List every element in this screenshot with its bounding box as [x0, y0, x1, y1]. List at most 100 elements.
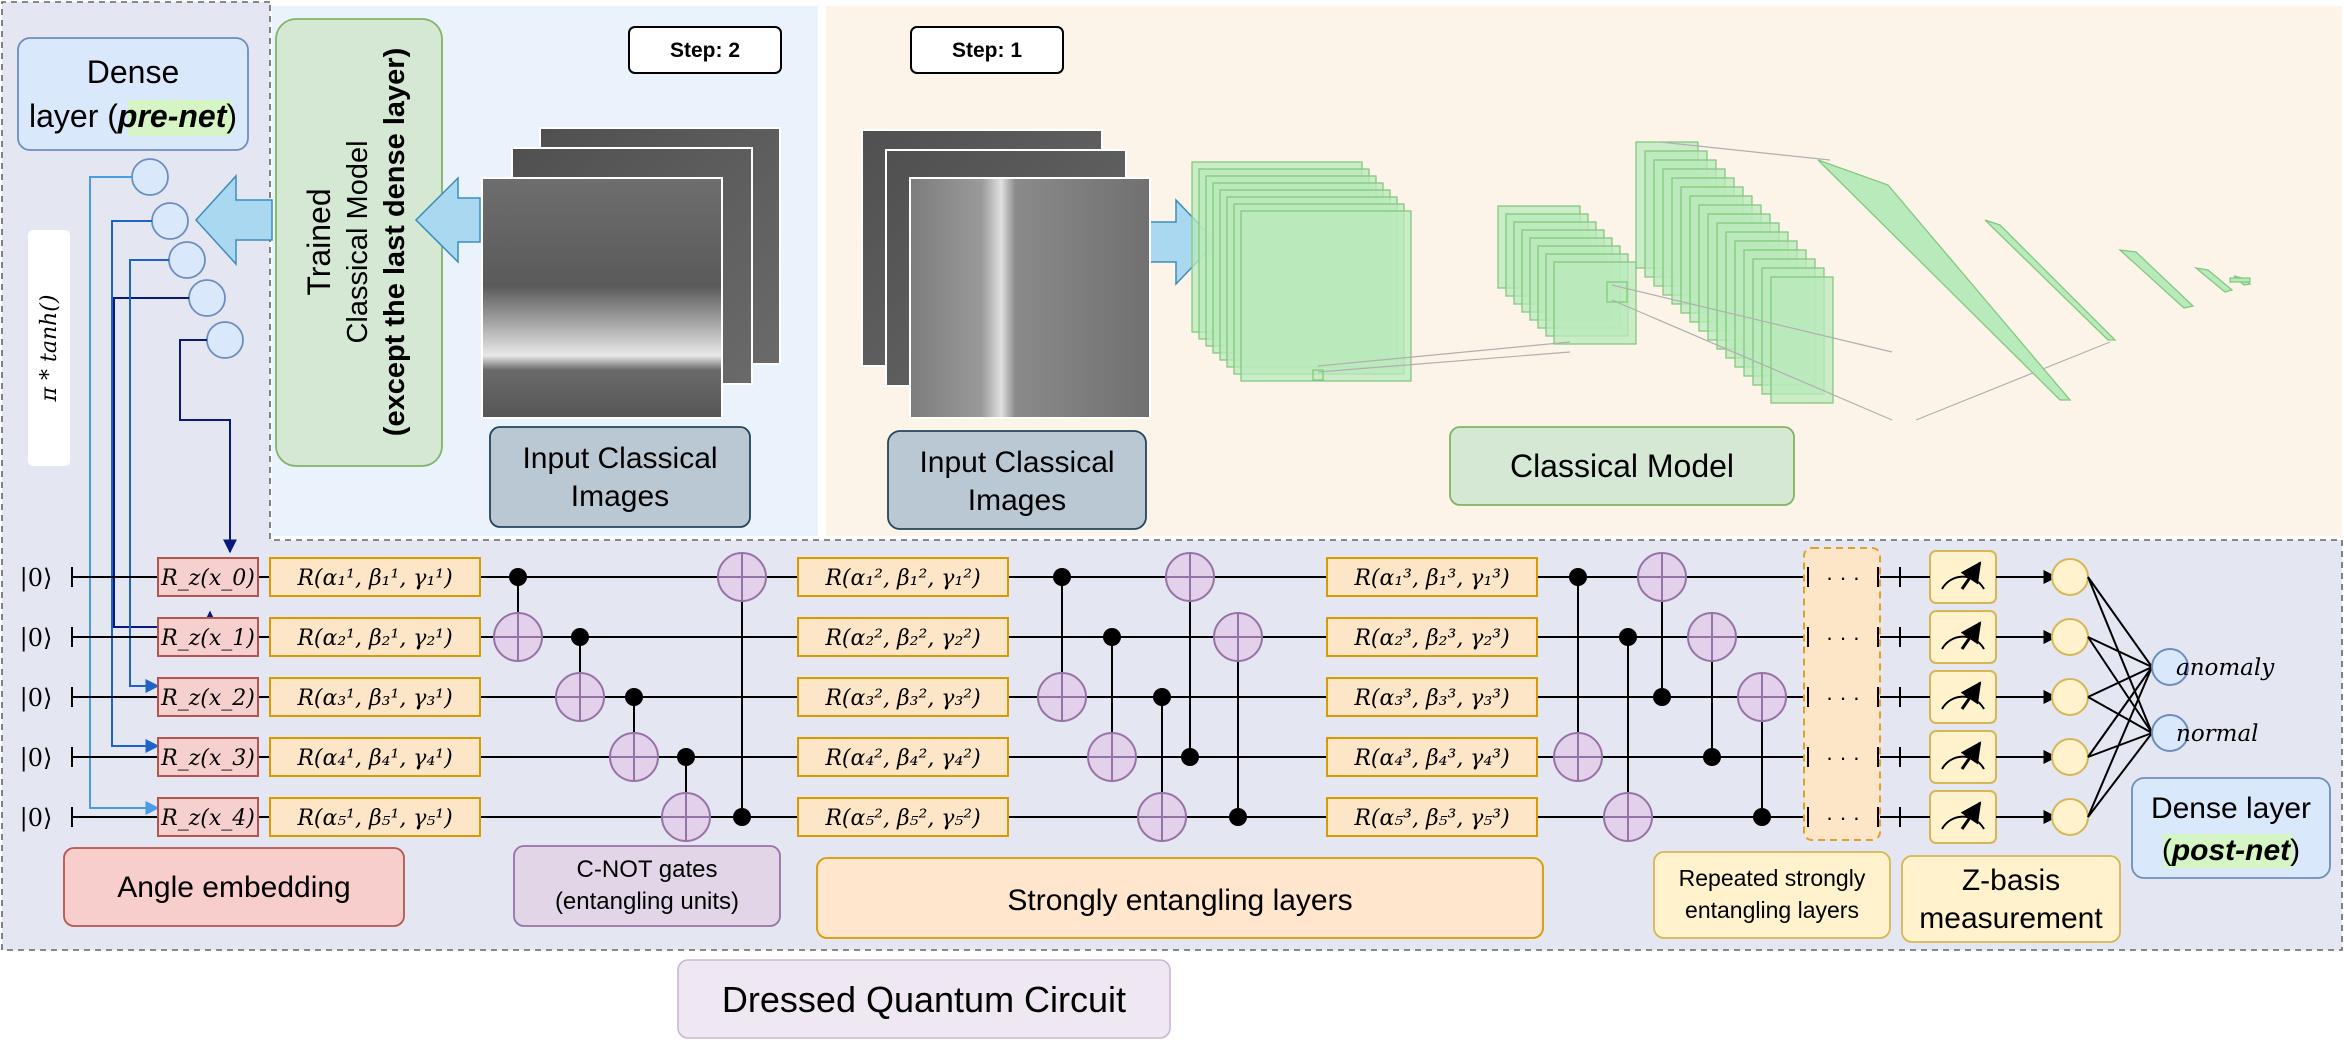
prenet-neuron-3	[188, 279, 226, 317]
cnn-connection	[1317, 351, 1571, 373]
repeated-legend-box	[1653, 851, 1891, 939]
dressed-circuit-boundary	[1, 1, 2343, 951]
zbasis-legend-line1: Z-basis	[1962, 864, 2060, 897]
cnot-legend-box	[513, 845, 781, 927]
rot-l2-gate-1: R(α₂², β₂², γ₂²)	[797, 617, 1009, 657]
circuit-gates: |0⟩|0⟩|0⟩|0⟩|0⟩R_z(x_0)R(α₁¹, β₁¹, γ₁¹)R…	[20, 547, 2275, 844]
rot-l2-gate-1-label: R(α₂², β₂², γ₂²)	[824, 626, 980, 651]
rot-l1-gate-1-label: R(α₂¹, β₂¹, γ₂¹)	[296, 626, 452, 651]
cnot-l2-4	[1213, 612, 1263, 826]
rot-l1-gate-3-label: R(α₄¹, β₄¹, γ₄¹)	[296, 746, 452, 771]
cnn-dense-3	[2193, 266, 2234, 293]
strongly-legend-box	[816, 857, 1544, 939]
rot-l1-gate-3: R(α₄¹, β₄¹, γ₄¹)	[269, 737, 481, 777]
cnot-legend-line1: C-NOT gates	[577, 856, 718, 883]
cnn-dense-2	[2118, 249, 2195, 309]
measurements	[1899, 550, 2089, 844]
cnn-conv3-fmap	[1770, 276, 1834, 404]
cnot-l3-0	[1553, 568, 1603, 782]
output-label-0: anomaly	[2176, 655, 2275, 681]
postnet-input-neuron-2	[2051, 678, 2089, 716]
classical-model-box	[1449, 426, 1795, 506]
activation-label: π * tanh()	[37, 295, 62, 403]
step1-box	[910, 26, 1064, 74]
rot-l2-gate-4-label: R(α₅², β₅², γ₅²)	[824, 806, 980, 831]
cnn-connection	[1659, 141, 1831, 161]
angle-embedding-box	[63, 847, 405, 927]
rz-gate-0: R_z(x_0)	[157, 557, 259, 597]
rot-l2-gate-3-label: R(α₄², β₄², γ₄²)	[824, 746, 980, 771]
cnot-l1-3	[661, 748, 711, 842]
repeated-legend-line2: entangling layers	[1685, 897, 1859, 923]
prenet-neuron-0	[131, 158, 169, 196]
step2-image-stack	[481, 127, 781, 419]
input-images-step1-line2: Images	[968, 484, 1066, 517]
strongly-legend-label: Strongly entangling layers	[1007, 884, 1352, 917]
ellipsis-1: · · ·	[1826, 625, 1860, 650]
step2-image-front	[481, 177, 723, 419]
zbasis-legend-box	[1901, 855, 2121, 943]
rot-l1-gate-4-label: R(α₅¹, β₅¹, γ₅¹)	[296, 806, 452, 831]
feed-line-1	[111, 220, 160, 753]
cnn-dense-0	[1817, 159, 2072, 401]
cnn-connection	[1317, 341, 1571, 367]
activation-box	[28, 230, 70, 466]
prenet-neuron-4	[206, 321, 244, 359]
cnot-l1-2	[609, 688, 659, 782]
rz-gate-1: R_z(x_1)	[157, 617, 259, 657]
cnn-conv1	[1191, 161, 1412, 382]
ellipsis-4: · · ·	[1826, 805, 1860, 830]
cnot-l3-3	[1687, 612, 1737, 766]
angle-embedding-label: Angle embedding	[117, 871, 351, 904]
prenet-neuron-2	[168, 241, 206, 279]
cnot-l2-1	[1087, 628, 1137, 782]
rz-gate-4-label: R_z(x_4)	[160, 806, 255, 831]
cnot-l3-1	[1603, 628, 1653, 842]
cnn-dense-5	[2229, 277, 2251, 283]
ket-zero-0: |0⟩	[20, 564, 53, 593]
arrow-model-to-prenet	[194, 174, 273, 266]
cnot-l3-4	[1737, 672, 1787, 826]
ket-zero-1: |0⟩	[20, 624, 53, 653]
step2-label: Step: 2	[670, 39, 740, 62]
cnot-l2-0	[1037, 568, 1087, 722]
cnot-l1-0	[493, 568, 543, 662]
cnot-l1-4	[717, 552, 767, 826]
rot-l3-gate-4-label: R(α₅³, β₅³, γ₅³)	[1353, 806, 1509, 831]
rot-l2-gate-4: R(α₅², β₅², γ₅²)	[797, 797, 1009, 837]
rot-l1-gate-0: R(α₁¹, β₁¹, γ₁¹)	[269, 557, 481, 597]
measurement-0	[1899, 550, 2089, 604]
dense-prenet-line1: Dense	[87, 54, 180, 90]
rot-l3-gate-1: R(α₂³, β₂³, γ₂³)	[1326, 617, 1538, 657]
ket-zero-3: |0⟩	[20, 744, 53, 773]
rot-l1-gate-4: R(α₅¹, β₅¹, γ₅¹)	[269, 797, 481, 837]
dense-prenet-line2: layer (pre-net)	[29, 98, 237, 134]
arrow-images-to-model	[414, 176, 481, 264]
rot-l3-gate-0: R(α₁³, β₁³, γ₁³)	[1326, 557, 1538, 597]
prenet-highlight	[128, 100, 232, 136]
cnn-kernel	[1606, 281, 1628, 303]
measurement-4	[1899, 790, 2089, 844]
cnn-connection	[1915, 341, 2111, 421]
cnn-connection	[1611, 299, 1893, 421]
cnn-connections	[1317, 141, 2111, 421]
cnn-illustration	[1191, 141, 2252, 421]
postnet-input-neuron-3	[2051, 738, 2089, 776]
cnn-conv1-fmap	[1240, 210, 1412, 382]
rz-gate-4: R_z(x_4)	[157, 797, 259, 837]
rot-l3-gate-3: R(α₄³, β₄³, γ₄³)	[1326, 737, 1538, 777]
dense-postnet-line2: (post-net)	[2162, 834, 2300, 867]
ellipsis-2: · · ·	[1826, 685, 1860, 710]
measurement-3	[1899, 730, 2089, 784]
rz-gate-1-label: R_z(x_1)	[160, 626, 255, 651]
prenet-neuron-1	[151, 202, 189, 240]
cnn-conv2-fmap	[1553, 261, 1637, 345]
rz-gate-3-label: R_z(x_3)	[160, 746, 255, 771]
cnot-l1-1	[555, 628, 605, 722]
rot-l2-gate-2-label: R(α₃², β₃², γ₃²)	[824, 686, 980, 711]
feed-line-4	[179, 339, 237, 554]
cnn-conv2	[1497, 205, 1637, 345]
cnot-l2-3	[1165, 552, 1215, 766]
